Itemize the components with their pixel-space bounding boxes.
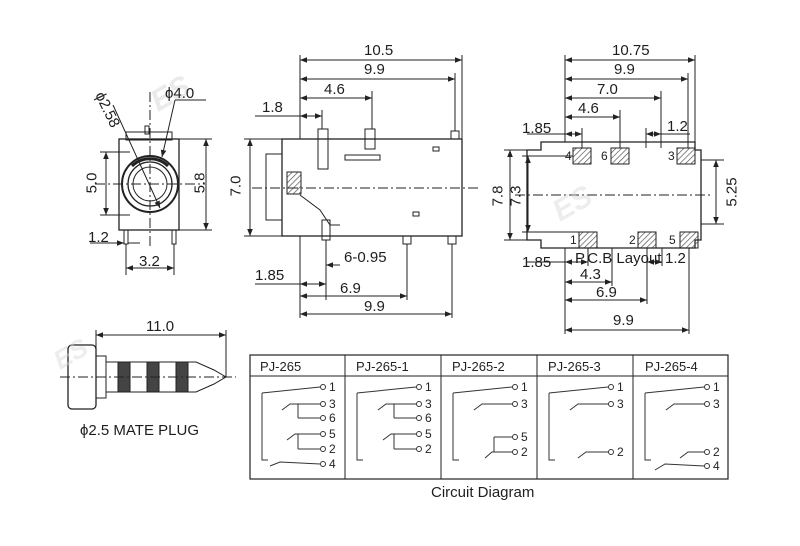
pin-label: 2 [329,442,336,456]
pad-label-4: 4 [565,149,572,163]
front-view [90,92,212,275]
pin-label: 4 [713,459,720,473]
dim-9-9-top: 9.9 [364,61,385,78]
pcb-dim-10-75: 10.75 [612,42,650,59]
pcb-layout-title: P.C.B Layout [575,250,662,267]
pcb-dim-6-9: 6.9 [596,284,617,301]
pcb-dim-1-85-top: 1.85 [522,120,552,137]
dim-10-5: 10.5 [364,42,394,59]
pin-label: 3 [521,397,528,411]
pin-label: 2 [617,445,624,459]
mate-plug [60,330,236,410]
dim-height-5-8: 5.8 [191,172,209,194]
pin-label: 6 [425,411,432,425]
pcb-dim-9-9-top: 9.9 [614,61,635,78]
pcb-dim-5-25: 5.25 [723,177,741,207]
pin-label: 3 [713,397,720,411]
pcb-dim-4-6: 4.6 [578,100,599,117]
circuit-table [249,354,729,480]
dim-6-0-95: 6-0.95 [344,249,387,266]
pin-label: 3 [329,397,336,411]
pcb-dim-4-3: 4.3 [580,266,601,283]
pin-label: 2 [521,445,528,459]
pcb-layout [504,55,724,334]
pin-label: 6 [329,411,336,425]
dim-height-7-0: 7.0 [227,175,245,197]
pad-label-1: 1 [570,233,577,247]
circuit-schematics [261,384,710,471]
pin-label: 4 [329,457,336,471]
pin-label: 5 [329,427,336,441]
model-header-pj-265: PJ-265 [260,359,302,374]
pad-label-5: 5 [669,233,676,247]
dim-6-9: 6.9 [340,280,361,297]
pin-label: 3 [617,397,624,411]
model-header-pj-265-3: PJ-265-3 [548,359,601,374]
pcb-dim-1-2-bottom: 1.2 [665,250,686,267]
pin-label: 1 [521,380,528,394]
pin-label: 1 [617,380,624,394]
pad-label-3: 3 [668,149,675,163]
pad-label-6: 6 [601,149,608,163]
dim-width-3-2: 3.2 [139,253,160,270]
pin-label: 2 [713,445,720,459]
dim-9-9-bottom: 9.9 [364,298,385,315]
pin-label: 5 [425,427,432,441]
dim-width-1-2: 1.2 [88,229,109,246]
pin-label: 5 [521,430,528,444]
pad-label-2: 2 [629,233,636,247]
pin-label: 1 [329,380,336,394]
plug-caption: ϕ2.5 MATE PLUG [80,422,199,439]
svg-text:ES: ES [547,179,598,228]
dim-1-85: 1.85 [255,267,285,284]
dim-height-5-0: 5.0 [83,172,101,194]
pin-label: 3 [425,397,432,411]
pcb-dim-7-3: 7.3 [507,185,525,207]
pin-label: 1 [713,380,720,394]
side-view [244,55,478,318]
plug-length: 11.0 [146,318,175,335]
watermark: ES ES ES [48,69,598,375]
svg-text:ES: ES [48,332,94,376]
pin-label: 1 [425,380,432,394]
model-header-pj-265-4: PJ-265-4 [645,359,698,374]
model-header-pj-265-1: PJ-265-1 [356,359,409,374]
model-header-pj-265-2: PJ-265-2 [452,359,505,374]
dim-4-6: 4.6 [324,81,345,98]
pcb-dim-7-8: 7.8 [489,185,507,207]
pin-label: 2 [425,442,432,456]
dim-1-8: 1.8 [262,99,283,116]
pcb-dim-1-2-top: 1.2 [667,118,688,135]
pcb-dim-7-0: 7.0 [597,81,618,98]
pcb-dim-9-9-bottom: 9.9 [613,312,634,329]
circuit-caption: Circuit Diagram [431,484,535,501]
dim-phi-outer: ϕ4.0 [165,85,195,102]
pcb-dim-1-85-bottom: 1.85 [522,254,552,271]
